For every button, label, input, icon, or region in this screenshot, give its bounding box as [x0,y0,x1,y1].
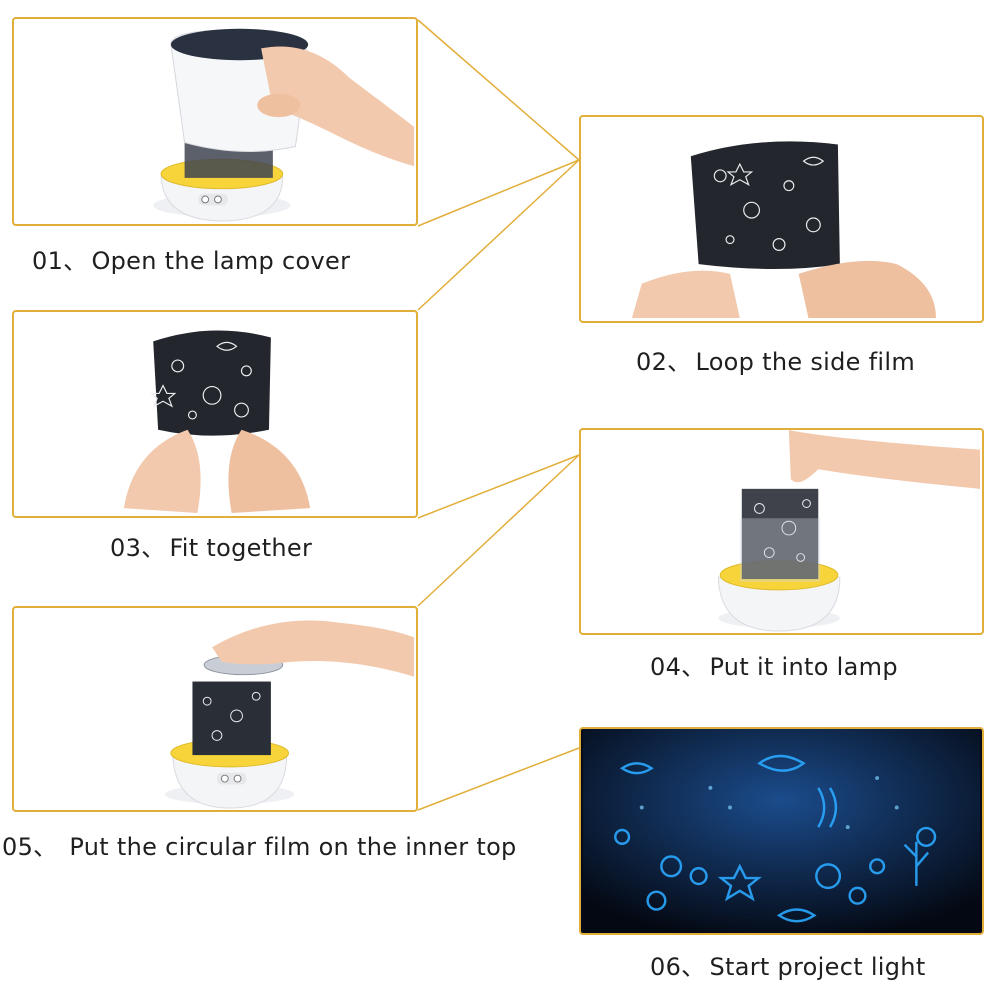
step-5-number: 05、 [2,833,58,861]
step-3-caption: 03、Fit together [110,536,312,560]
step-6-caption: 06、Start project light [650,955,926,979]
step-3-number: 03、 [110,534,166,562]
step-1-caption: 01、Open the lamp cover [32,249,350,273]
step-3-text: Fit together [169,534,313,562]
fit-together-illustration [123,330,311,514]
step-4-number: 04、 [650,653,706,681]
step-4-image-frame [579,428,984,635]
step-2-text: Loop the side film [695,348,916,376]
side-film-loop-illustration [631,141,936,319]
step-6-image-frame [579,727,984,935]
step-2-image-frame [579,115,984,323]
night-projection-photo [582,729,981,933]
circular-film-illustration [164,620,415,809]
step-1-text: Open the lamp cover [91,247,351,275]
step-2-number: 02、 [636,348,692,376]
step-6-text: Start project light [709,953,926,981]
step-1-image-frame [12,17,418,226]
step-3-image-frame [12,310,418,518]
step-2-caption: 02、Loop the side film [636,350,915,374]
step-6-number: 06、 [650,953,706,981]
step-5-image-frame [12,606,418,812]
step-4-text: Put it into lamp [709,653,898,681]
put-into-lamp-illustration [717,430,981,632]
step-1-number: 01、 [32,247,88,275]
lamp-cover-removal-illustration [153,28,415,222]
step-5-text: Put the circular film on the inner top [61,833,517,861]
step-5-caption: 05、 Put the circular film on the inner t… [2,835,517,859]
step-4-caption: 04、Put it into lamp [650,655,898,679]
